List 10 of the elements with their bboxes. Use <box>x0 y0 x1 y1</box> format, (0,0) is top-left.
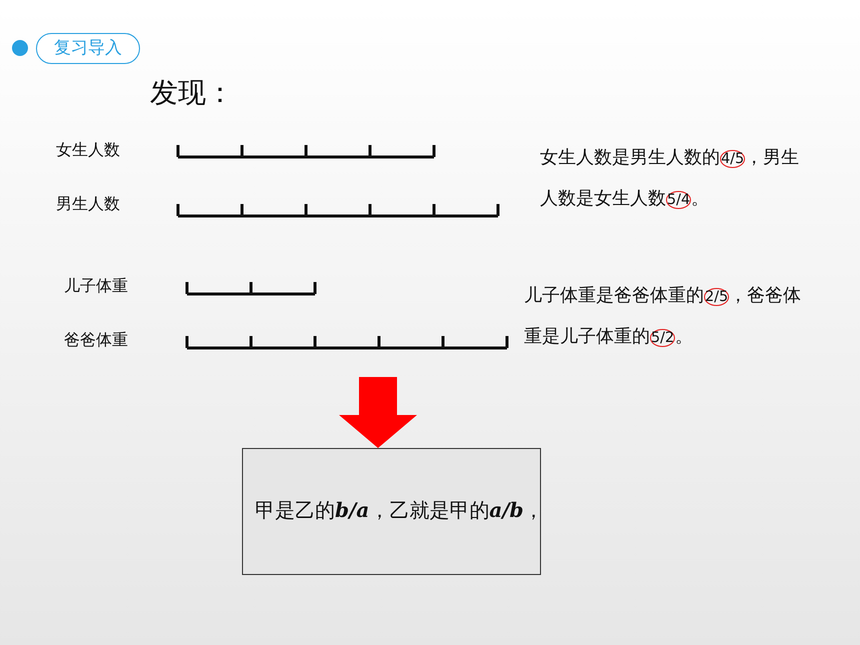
block-arrow <box>339 377 417 448</box>
row-label: 男生人数 <box>56 194 120 215</box>
row-label: 儿子体重 <box>64 276 128 297</box>
statement-text: 女生人数是男生人数的4/5，男生人数是女生人数5/4。 <box>540 146 800 211</box>
conclusion-box: 甲是乙的b/a，乙就是甲的a/b， <box>242 448 541 575</box>
heading: 发现： <box>150 75 234 111</box>
statement-text: 儿子体重是爸爸体重的2/5，爸爸体重是儿子体重的5/2。 <box>524 284 802 349</box>
row-label: 爸爸体重 <box>64 330 128 351</box>
row-label: 女生人数 <box>56 140 120 161</box>
section-badge: 复习导入 <box>36 33 140 64</box>
